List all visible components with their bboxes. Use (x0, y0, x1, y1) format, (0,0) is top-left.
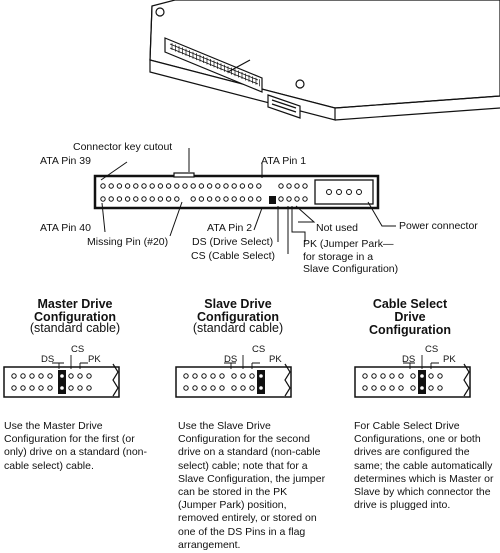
power-connector-label: Power connector (399, 220, 478, 232)
slave-cs-label: CS (252, 344, 266, 355)
ata-pin (100, 196, 106, 202)
ata-pin (141, 196, 147, 202)
jumper-pin (278, 183, 284, 189)
jumper-pin (294, 196, 300, 202)
cable-select-ds-label: DS (402, 354, 416, 365)
ata-pin (256, 183, 262, 189)
cable-select-title-line-1: Cable Select (372, 297, 448, 311)
missing-pin-label: Missing Pin (#20) (87, 236, 169, 248)
jumper-park-line-2: for storage in a (303, 250, 374, 263)
ata-pin (124, 196, 131, 202)
ata-pin (190, 196, 196, 202)
ata-pin (223, 196, 229, 202)
slave-config-description: Use the Slave Drive Configuration for th… (178, 420, 326, 551)
ata-pin (116, 196, 123, 202)
slave-config-title: Slave Drive Configuration (163, 298, 313, 324)
slave-title-line-1: Slave Drive (204, 297, 272, 311)
ata-pin (108, 196, 114, 202)
drive-select-label: DS (Drive Select) (192, 236, 274, 248)
ata-pin (247, 183, 254, 189)
ata-pin (165, 183, 172, 189)
ata-pin-39-label: ATA Pin 39 (40, 155, 91, 167)
cable-select-label: CS (Cable Select) (191, 250, 276, 262)
ata-pin (247, 196, 254, 202)
ata-pin (108, 183, 114, 189)
slave-ds-label: DS (224, 354, 238, 365)
ata-connector (93, 172, 380, 210)
power-pin (336, 189, 342, 195)
ata-pin (256, 196, 262, 202)
ata-pin (100, 183, 106, 189)
ata-pin (149, 196, 155, 202)
master-config-subtitle: (standard cable) (29, 321, 121, 335)
master-ds-label: DS (41, 354, 55, 365)
jumper-park-label: PK (Jumper Park— for storage in a Slave … (303, 238, 398, 276)
ata-pin (231, 196, 237, 202)
ata-pin (239, 196, 246, 202)
power-pin (346, 189, 352, 195)
jumper-pin (294, 183, 300, 189)
ata-pin (174, 196, 180, 202)
master-pk-label: PK (88, 354, 101, 365)
master-config-description: Use the Master Drive Configuration for t… (4, 420, 147, 472)
jumper-pin (286, 196, 292, 202)
master-title-line-2: Configuration (34, 310, 116, 324)
slave-config-subtitle: (standard cable) (192, 321, 284, 335)
connector-key-cutout-label: Connector key cutout (73, 141, 173, 153)
master-title-line-1: Master Drive (37, 297, 113, 311)
ata-pin (231, 183, 237, 189)
master-config-title: Master Drive Configuration (0, 298, 150, 324)
ata-pin (239, 183, 246, 189)
ata-pin (165, 196, 172, 202)
ata-pin-1-label: ATA Pin 1 (261, 155, 307, 167)
power-pin (356, 189, 362, 195)
ata-pin (133, 183, 139, 189)
ata-pin (206, 196, 213, 202)
jumper-pin (278, 196, 284, 202)
ata-pin (141, 183, 147, 189)
ata-pin-2-label: ATA Pin 2 (207, 222, 253, 234)
jumper-pin (286, 183, 292, 189)
ata-pin (149, 183, 155, 189)
ata-pin (124, 183, 131, 189)
ata-pin (198, 196, 205, 202)
ata-pin (215, 196, 221, 202)
slave-title-line-2: Configuration (197, 310, 279, 324)
master-cs-label: CS (71, 344, 85, 355)
cable-select-pk-label: PK (443, 354, 456, 365)
jumper-park-line-1: PK (Jumper Park— (303, 238, 394, 250)
not-used-label: Not used (316, 222, 359, 234)
cable-select-config-description: For Cable Select Drive Configurations, o… (354, 420, 494, 512)
jumper-pin (302, 183, 308, 189)
leader-lines (100, 148, 396, 254)
ata-pin (157, 196, 164, 202)
slave-pk-label: PK (269, 354, 282, 365)
power-pin (326, 189, 332, 195)
ata-pin (116, 183, 123, 189)
ata-pin-40-label: ATA Pin 40 (40, 222, 91, 234)
jumper-pin (302, 196, 308, 202)
ata-pin (198, 183, 205, 189)
ata-pin (174, 183, 180, 189)
ata-pin (182, 183, 188, 189)
cable-select-title-line-2: Drive (394, 310, 426, 324)
hard-drive-drawing (149, 0, 500, 121)
ata-pin (206, 183, 213, 189)
ata-pin (223, 183, 229, 189)
ata-pin (157, 183, 164, 189)
ata-pin (190, 183, 196, 189)
cable-select-cs-label: CS (425, 344, 439, 355)
jumper-park-line-3: Slave Configuration) (303, 263, 399, 275)
cable-select-title-line-3: Configuration (369, 323, 451, 337)
ata-pin (133, 196, 139, 202)
cable-select-config-title: Cable Select Drive Configuration (335, 298, 485, 337)
ata-pin (215, 183, 221, 189)
